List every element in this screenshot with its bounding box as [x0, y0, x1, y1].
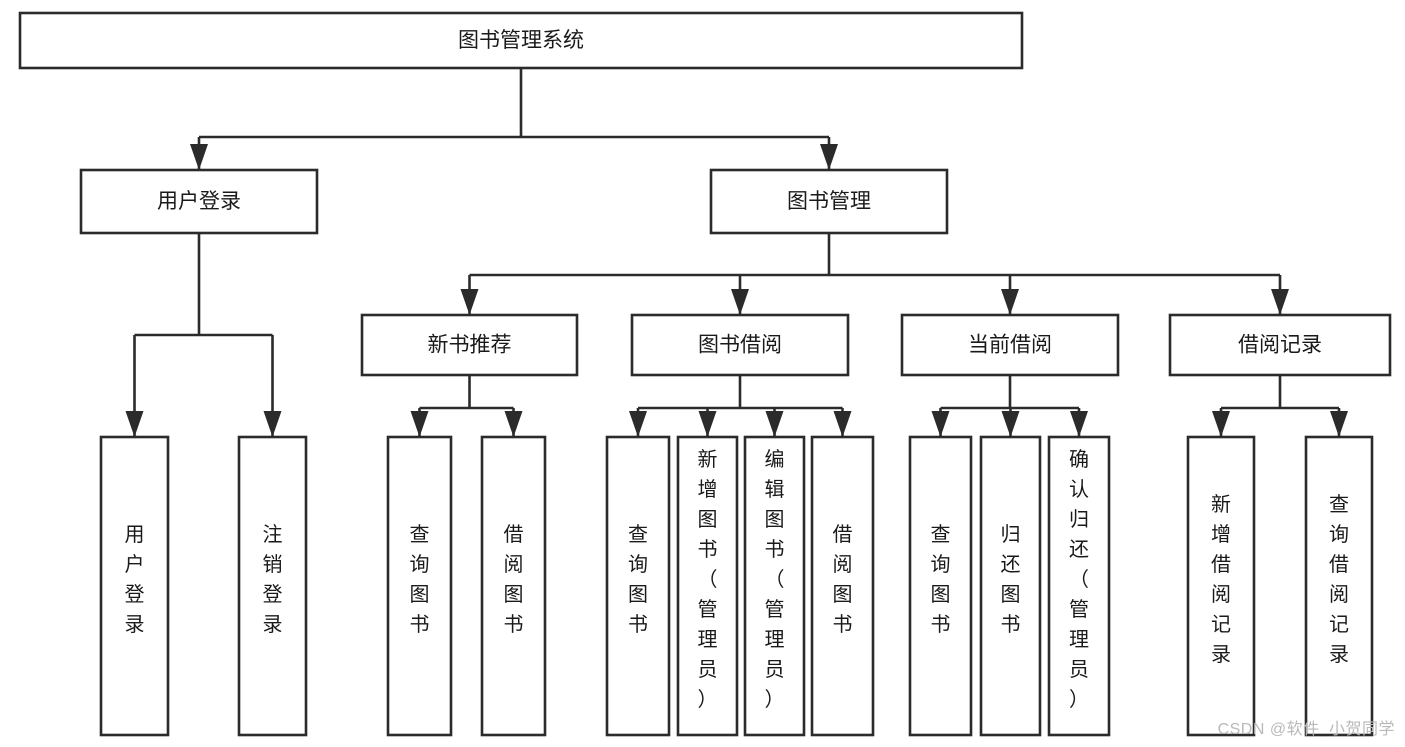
node-leaf-query-book-3[interactable]: 查询图书 [908, 435, 973, 737]
node-box [605, 435, 671, 737]
node-box [237, 435, 308, 737]
node-label: 借阅图书 [833, 523, 853, 636]
node-label: 查询图书 [931, 523, 951, 636]
node-box [1304, 435, 1374, 737]
node-label: 查询图书 [628, 523, 648, 636]
node-leaf-edit-book[interactable]: 编辑图书（管理员） [743, 435, 806, 737]
node-box [386, 435, 453, 737]
node-leaf-logout-login[interactable]: 注销登录 [237, 435, 308, 737]
node-leaf-query-book-1[interactable]: 查询图书 [386, 435, 453, 737]
node-label: 用户登录 [125, 524, 145, 636]
node-label: 借阅记录 [1238, 334, 1322, 357]
node-box [810, 435, 875, 737]
arrow-head-icon [190, 144, 208, 170]
arrow-head-icon [1271, 289, 1289, 315]
node-current-borrow[interactable]: 当前借阅 [900, 313, 1120, 377]
node-leaf-query-book-2[interactable]: 查询图书 [605, 435, 671, 737]
arrow-head-icon [504, 411, 523, 437]
node-box [676, 435, 739, 737]
node-box [743, 435, 806, 737]
node-root[interactable]: 图书管理系统 [18, 11, 1024, 70]
node-label: 注销登录 [263, 523, 283, 636]
arrow-head-icon [629, 411, 647, 437]
arrow-head-icon [263, 411, 282, 437]
node-book-borrow[interactable]: 图书借阅 [630, 313, 850, 377]
connectors-layer [125, 68, 1348, 437]
node-box [480, 435, 547, 737]
arrow-head-icon [765, 411, 784, 437]
arrow-head-icon [698, 411, 717, 437]
node-label: 图书借阅 [698, 334, 782, 357]
node-leaf-add-book[interactable]: 新增图书（管理员） [676, 435, 739, 737]
arrow-head-icon [820, 144, 838, 170]
node-box [1047, 435, 1111, 737]
node-box [900, 313, 1120, 377]
arrow-head-icon [1070, 411, 1088, 437]
node-label: 查询借阅记录 [1329, 493, 1349, 666]
node-user-login[interactable]: 用户登录 [79, 168, 319, 235]
node-box [79, 168, 319, 235]
arrow-head-icon [460, 289, 479, 315]
node-leaf-return-book[interactable]: 归还图书 [979, 435, 1042, 737]
node-leaf-borrow-book-2[interactable]: 借阅图书 [810, 435, 875, 737]
node-leaf-add-record[interactable]: 新增借阅记录 [1186, 435, 1256, 737]
node-label: 借阅图书 [504, 523, 524, 636]
node-box [360, 313, 579, 377]
node-leaf-query-record[interactable]: 查询借阅记录 [1304, 435, 1374, 737]
arrow-head-icon [833, 411, 852, 437]
node-borrow-record[interactable]: 借阅记录 [1168, 313, 1392, 377]
node-box [630, 313, 850, 377]
node-label: 图书管理 [787, 190, 871, 213]
node-label: 新增图书（管理员） [698, 448, 718, 711]
node-label: 新书推荐 [428, 334, 512, 357]
node-leaf-confirm-return[interactable]: 确认归还（管理员） [1047, 435, 1111, 737]
node-label: 用户登录 [157, 190, 241, 213]
node-label: 当前借阅 [968, 334, 1052, 357]
arrow-head-icon [1001, 289, 1019, 315]
arrow-head-icon [931, 411, 950, 437]
arrow-head-icon [1212, 411, 1230, 437]
node-box [1168, 313, 1392, 377]
node-new-book-recommend[interactable]: 新书推荐 [360, 313, 579, 377]
node-leaf-user-login[interactable]: 用户登录 [99, 435, 170, 737]
node-box [709, 168, 949, 235]
node-leaf-borrow-book-1[interactable]: 借阅图书 [480, 435, 547, 737]
node-box [99, 435, 170, 737]
arrow-head-icon [410, 411, 429, 437]
node-box [908, 435, 973, 737]
node-label: 归还图书 [1001, 523, 1021, 636]
node-box [1186, 435, 1256, 737]
node-book-management[interactable]: 图书管理 [709, 168, 949, 235]
node-label: 查询图书 [410, 523, 430, 636]
node-box [979, 435, 1042, 737]
arrow-head-icon [731, 289, 749, 315]
arrow-head-icon [1001, 411, 1020, 437]
arrow-head-icon [1330, 411, 1348, 437]
node-label: 确认归还（管理员） [1069, 448, 1089, 711]
node-label: 新增借阅记录 [1211, 493, 1231, 666]
arrow-head-icon [125, 411, 144, 437]
node-label: 图书管理系统 [458, 29, 584, 52]
node-box [18, 11, 1024, 70]
nodes-layer: 图书管理系统用户登录图书管理新书推荐图书借阅当前借阅借阅记录用户登录注销登录查询… [18, 11, 1392, 737]
node-label: 编辑图书（管理员） [765, 448, 785, 711]
